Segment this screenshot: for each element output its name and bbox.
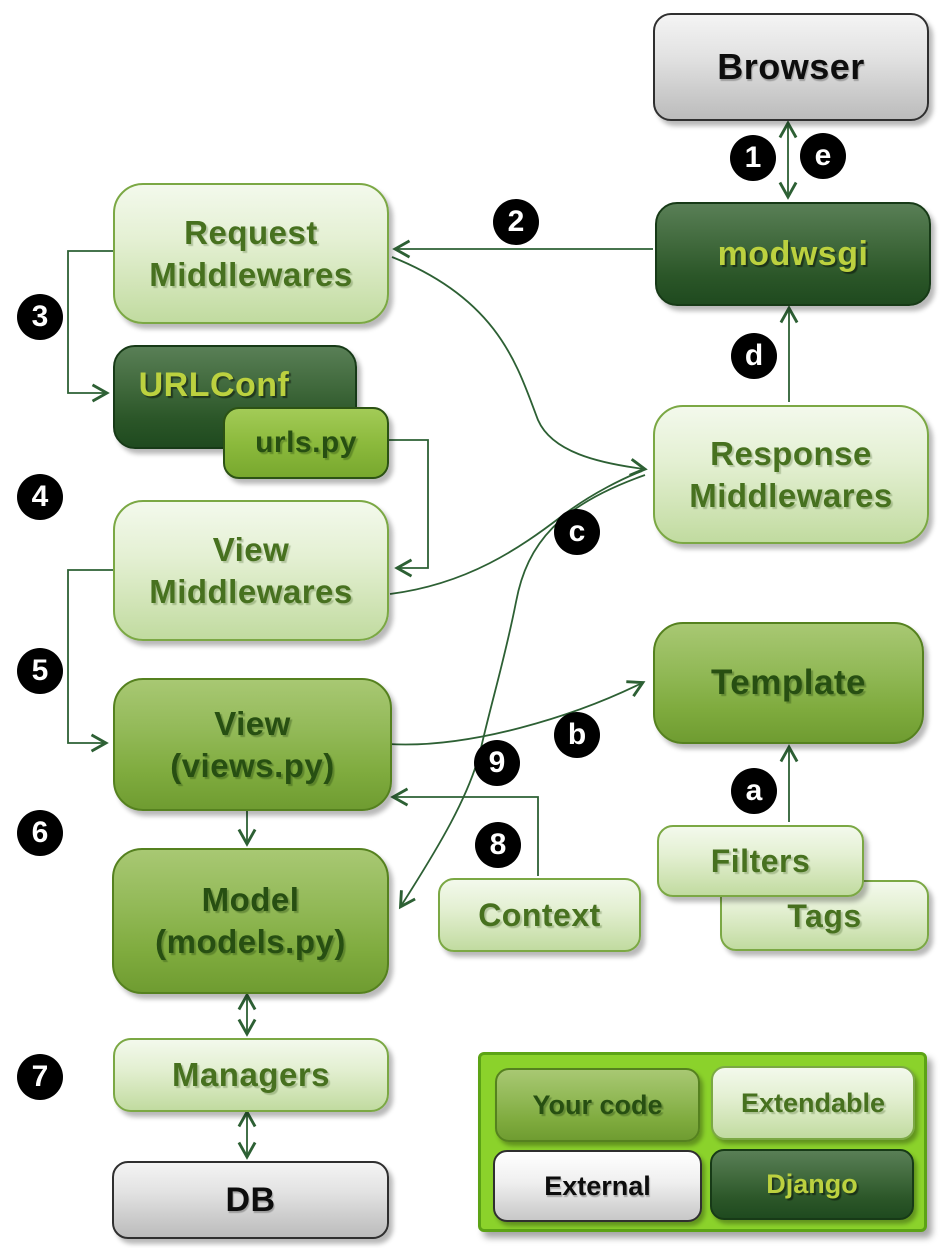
legend-item-your-code: Your code	[495, 1068, 700, 1142]
badge-step-9: 9	[474, 740, 520, 786]
node-request-middlewares-line2: Middlewares	[149, 255, 353, 293]
node-response-middlewares-line2: Middlewares	[689, 476, 893, 514]
arrow-response-to-model-curve	[398, 474, 646, 910]
badge-step-a: a	[731, 768, 777, 814]
node-view: View (views.py)	[113, 678, 392, 811]
node-context-label: Context	[478, 897, 601, 933]
legend-item-external: External	[493, 1150, 702, 1222]
badge-step-8: 8	[475, 822, 521, 868]
node-managers-label: Managers	[171, 1056, 331, 1093]
badge-step-d: d	[731, 333, 777, 379]
node-browser-label: Browser	[717, 46, 865, 87]
node-filters-label: Filters	[710, 843, 811, 879]
node-managers: Managers	[113, 1038, 389, 1112]
node-view-middlewares: View Middlewares	[113, 500, 389, 641]
arrow-viewmw-response-middlewares	[389, 470, 643, 595]
node-filters: Filters	[657, 825, 864, 897]
node-db-label: DB	[225, 1181, 276, 1219]
arrow-view-template	[387, 680, 646, 746]
node-context: Context	[438, 878, 641, 952]
node-browser: Browser	[653, 13, 929, 121]
badge-step-1: 1	[730, 135, 776, 181]
badge-step-b: b	[554, 712, 600, 758]
node-model-line2: (models.py)	[155, 923, 346, 960]
arrow-view-middlewares-view	[67, 569, 113, 753]
arrow-urlspy-view-middlewares	[385, 439, 429, 578]
node-tags-label: Tags	[787, 897, 862, 934]
legend-item-django: Django	[710, 1149, 914, 1220]
arrow-request-middlewares-urlconf	[67, 250, 113, 403]
node-view-line2: (views.py)	[170, 746, 335, 784]
node-modwsgi-label: modwsgi	[717, 235, 869, 273]
badge-step-5: 5	[17, 648, 63, 694]
node-request-middlewares: Request Middlewares	[113, 183, 389, 324]
arrow-requestmw-response-middlewares	[391, 256, 648, 477]
legend: Your code Extendable External Django	[478, 1052, 927, 1232]
badge-step-c: c	[554, 509, 600, 555]
node-view-middlewares-line1: View	[212, 530, 290, 568]
node-urls-py-label: urls.py	[255, 426, 357, 459]
badge-step-3: 3	[17, 294, 63, 340]
node-urls-py: urls.py	[223, 407, 389, 479]
badge-step-2: 2	[493, 199, 539, 245]
node-response-middlewares: Response Middlewares	[653, 405, 929, 544]
node-request-middlewares-line1: Request	[184, 213, 318, 251]
badge-step-4: 4	[17, 474, 63, 520]
node-model-line1: Model	[201, 881, 300, 918]
node-model: Model (models.py)	[112, 848, 389, 994]
node-view-line1: View	[214, 704, 291, 742]
node-response-middlewares-line1: Response	[710, 434, 872, 472]
node-template: Template	[653, 622, 924, 744]
node-view-middlewares-line2: Middlewares	[149, 572, 353, 610]
node-db: DB	[112, 1161, 389, 1239]
badge-step-e: e	[800, 133, 846, 179]
node-urlconf-label: URLConf	[138, 366, 290, 404]
node-template-label: Template	[710, 663, 867, 702]
node-modwsgi: modwsgi	[655, 202, 931, 306]
badge-step-7: 7	[17, 1054, 63, 1100]
badge-step-6: 6	[17, 810, 63, 856]
legend-item-extendable: Extendable	[711, 1066, 915, 1140]
